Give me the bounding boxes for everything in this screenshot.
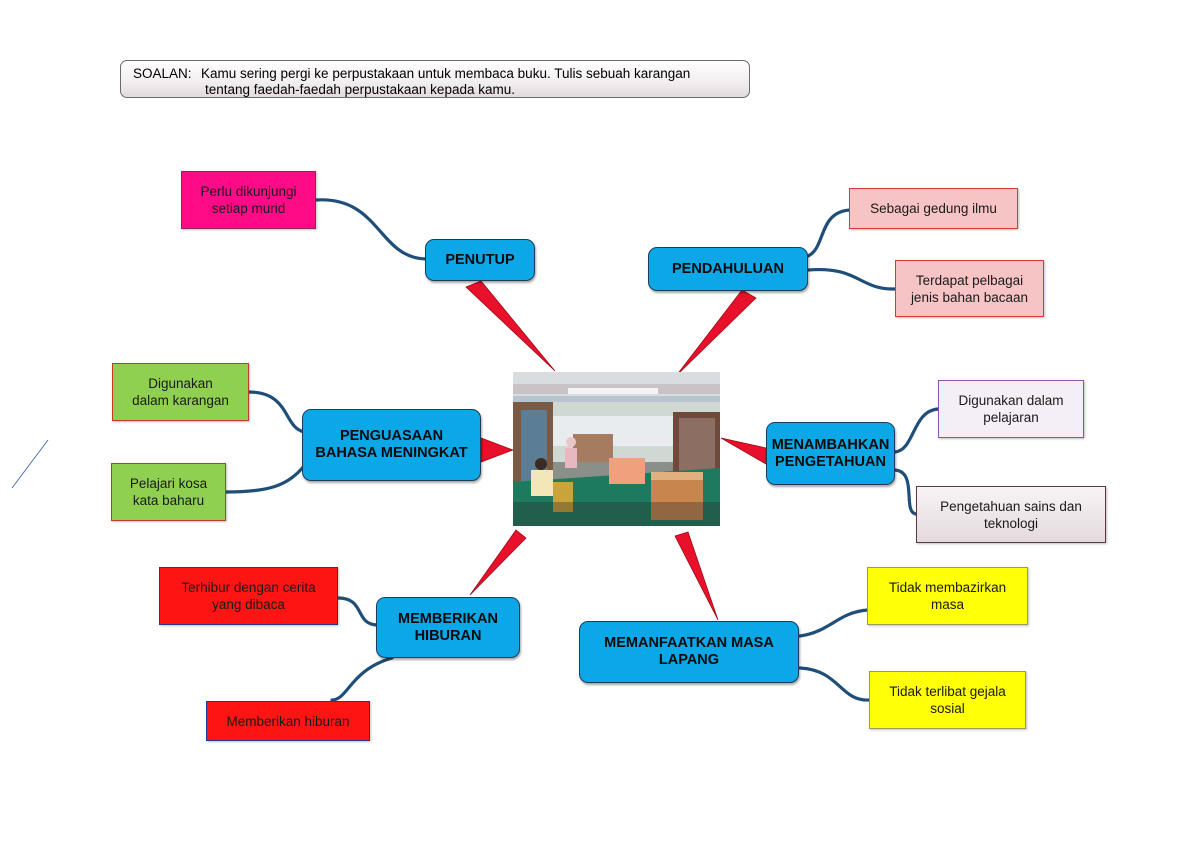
question-box: SOALAN: Kamu sering pergi ke perpustakaa… — [120, 60, 750, 98]
decorative-line — [11, 439, 49, 489]
node-memanfaatkan-masa[interactable]: MEMANFAATKAN MASA LAPANG — [579, 621, 799, 683]
node-penutup-label: PENUTUP — [445, 251, 515, 268]
leaf-terhibur-line-1: Terhibur dengan cerita — [181, 580, 316, 595]
leaf-sebagai-gedung-ilmu[interactable]: Sebagai gedung ilmu — [849, 188, 1018, 229]
leaf-terhibur-line-2: yang dibaca — [212, 597, 285, 612]
leaf-memberikan-hiburan[interactable]: Memberikan hiburan — [206, 701, 370, 741]
node-memanfaatkan-line-2: LAPANG — [658, 652, 720, 668]
arrow-penguasaan — [480, 437, 515, 463]
leaf-terdapat-pelbagai[interactable]: Terdapat pelbagai jenis bahan bacaan — [895, 260, 1044, 317]
node-pendahuluan[interactable]: PENDAHULUAN — [648, 247, 808, 291]
node-penguasaan-line-2: BAHASA MENINGKAT — [315, 445, 468, 461]
arrow-penutup — [465, 280, 556, 372]
node-menambahkan-pengetahuan[interactable]: MENAMBAHKAN PENGETAHUAN — [766, 422, 895, 485]
arrow-memanfaatkan — [674, 531, 719, 621]
node-penguasaan-bahasa[interactable]: PENGUASAAN BAHASA MENINGKAT — [302, 409, 481, 481]
question-line-2: tentang faedah-faedah perpustakaan kepad… — [205, 82, 515, 97]
question-line-1: Kamu sering pergi ke perpustakaan untuk … — [201, 66, 691, 81]
link-digunakan-p — [893, 407, 940, 454]
leaf-tidak-m-line-2: masa — [930, 597, 964, 612]
arrow-pendahuluan — [675, 289, 757, 377]
leaf-terdapat-line-2: jenis bahan bacaan — [910, 289, 1029, 305]
node-memanfaatkan-line-1: MEMANFAATKAN MASA — [604, 635, 774, 651]
leaf-perlu-dikunjungi[interactable]: Perlu dikunjungi setiap murid — [181, 171, 316, 229]
leaf-pengetahuan-sains[interactable]: Pengetahuan sains dan teknologi — [916, 486, 1106, 543]
link-sains — [893, 468, 918, 516]
leaf-digunakan-dalam-pelajaran[interactable]: Digunakan dalam pelajaran — [938, 380, 1084, 438]
link-perlu — [314, 198, 428, 261]
leaf-tidak-membazirkan-masa[interactable]: Tidak membazirkan masa — [867, 567, 1028, 625]
leaf-hiburan-label: Memberikan hiburan — [226, 713, 350, 729]
leaf-terdapat-line-1: Terdapat pelbagai — [915, 272, 1024, 288]
leaf-digunakan-k-line-1: Digunakan — [148, 376, 213, 391]
link-digunakan-k — [247, 390, 306, 434]
leaf-tidak-m-line-1: Tidak membazirkan — [888, 580, 1007, 595]
arrow-menambahkan — [720, 437, 767, 465]
node-menambahkan-line-2: PENGETAHUAN — [775, 453, 886, 470]
leaf-pelajari-kosa-kata[interactable]: Pelajari kosa kata baharu — [111, 463, 226, 521]
node-memberikan-hiburan[interactable]: MEMBERIKAN HIBURAN — [376, 597, 520, 658]
leaf-digunakan-dalam-karangan[interactable]: Digunakan dalam karangan — [112, 363, 249, 421]
link-hiburan — [330, 656, 394, 702]
leaf-tidak-terlibat-gejala[interactable]: Tidak terlibat gejala sosial — [869, 671, 1026, 729]
link-tidak-m — [798, 608, 870, 638]
link-terdapat — [806, 267, 898, 291]
leaf-terhibur-dengan-cerita[interactable]: Terhibur dengan cerita yang dibaca — [159, 567, 338, 625]
node-penguasaan-line-1: PENGUASAAN — [339, 428, 444, 444]
leaf-pelajari-line-1: Pelajari kosa — [129, 476, 208, 491]
leaf-sebagai-label: Sebagai gedung ilmu — [870, 201, 997, 216]
link-terhibur — [336, 596, 380, 627]
link-pelajari — [224, 464, 306, 494]
library-photo — [513, 372, 720, 526]
leaf-sains-line-2: teknologi — [983, 515, 1039, 531]
node-memberikan-line-1: MEMBERIKAN — [398, 610, 498, 627]
leaf-perlu-line-1: Perlu dikunjungi — [200, 184, 297, 199]
leaf-digunakan-k-line-2: dalam karangan — [132, 393, 229, 408]
node-menambahkan-line-1: MENAMBAHKAN — [771, 436, 890, 453]
leaf-sains-line-1: Pengetahuan sains dan — [940, 498, 1082, 514]
leaf-perlu-line-2: setiap murid — [211, 201, 286, 216]
leaf-tidak-t-line-2: sosial — [930, 701, 965, 716]
leaf-pelajari-line-2: kata baharu — [132, 493, 205, 508]
node-pendahuluan-label: PENDAHULUAN — [672, 260, 784, 277]
leaf-digunakan-p-line-1: Digunakan dalam — [958, 393, 1064, 408]
node-memberikan-line-2: HIBURAN — [414, 627, 482, 644]
link-tidak-t — [798, 666, 872, 702]
library-illustration — [513, 372, 720, 526]
link-sebagai — [806, 208, 852, 258]
question-label: SOALAN: — [133, 66, 192, 81]
leaf-digunakan-p-line-2: pelajaran — [983, 410, 1039, 425]
leaf-tidak-t-line-1: Tidak terlibat gejala — [889, 684, 1006, 699]
arrow-memberikan — [469, 529, 527, 596]
node-penutup[interactable]: PENUTUP — [425, 239, 535, 281]
